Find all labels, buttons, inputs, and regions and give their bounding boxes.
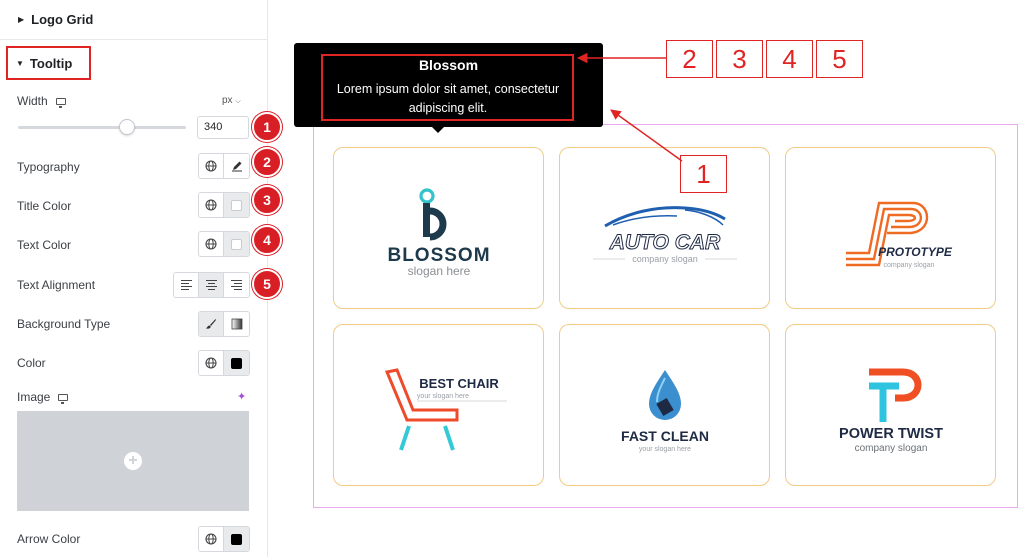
caret-down-icon: ▼	[16, 58, 24, 68]
text-color-label: Text Color	[17, 238, 72, 252]
arrow-color-swatch[interactable]	[224, 527, 249, 551]
settings-panel: ▶ Logo Grid ▼ Tooltip Width px ⌵ 340 1 T…	[0, 0, 282, 557]
width-unit-select[interactable]: px ⌵	[222, 95, 241, 106]
typography-label: Typography	[17, 160, 80, 174]
logo-card-blossom[interactable]: BLOSSOM slogan here	[333, 147, 544, 309]
logo-card-prototype[interactable]: PROTOTYPE company slogan	[785, 147, 996, 309]
align-left-icon[interactable]	[174, 273, 199, 297]
bestchair-logo: BEST CHAIR your slogan here	[384, 368, 507, 451]
callout-box: 3	[716, 40, 763, 78]
globe-icon[interactable]	[199, 193, 224, 217]
text-color-controls	[198, 231, 250, 257]
tooltip-highlight-box	[321, 54, 574, 121]
image-upload-area[interactable]: +	[17, 411, 249, 511]
section-logo-grid-label: Logo Grid	[31, 12, 94, 27]
plus-icon: +	[124, 452, 142, 470]
tooltip-arrow	[431, 126, 445, 133]
brush-icon[interactable]	[199, 312, 224, 336]
color-controls	[198, 350, 250, 376]
width-unit-text: px	[222, 95, 233, 106]
title-color-label: Title Color	[17, 199, 72, 213]
callout-box: 5	[816, 40, 863, 78]
image-label-text: Image	[17, 390, 51, 404]
bestchair-slogan: your slogan here	[416, 393, 468, 400]
text-alignment-label: Text Alignment	[17, 278, 96, 292]
color-label: Color	[17, 356, 46, 370]
title-color-controls	[198, 192, 250, 218]
chevron-down-icon: ⌵	[235, 98, 241, 105]
align-right-icon[interactable]	[224, 273, 249, 297]
logo-card-powertwist[interactable]: POWER TWIST company slogan	[785, 324, 996, 486]
prototype-logo: PROTOTYPE company slogan	[845, 201, 953, 269]
powertwist-logo: POWER TWIST company slogan	[839, 368, 943, 454]
callout-badge: 1	[252, 112, 282, 142]
autocar-slogan: company slogan	[632, 254, 698, 264]
pencil-icon[interactable]	[224, 154, 249, 178]
prototype-name: PROTOTYPE	[878, 245, 953, 259]
title-color-swatch[interactable]	[224, 193, 249, 217]
callout-badge: 2	[252, 147, 282, 177]
background-type-controls	[198, 311, 250, 337]
logo-card-autocar[interactable]: AUTO CAR company slogan	[559, 147, 770, 309]
image-label: Image	[17, 390, 69, 404]
width-label: Width	[17, 94, 66, 108]
gradient-icon[interactable]	[224, 312, 249, 336]
width-label-text: Width	[17, 94, 48, 108]
tooltip-popup	[294, 43, 603, 127]
fastclean-name: FAST CLEAN	[621, 428, 709, 444]
arrow-color-controls	[198, 526, 250, 552]
arrow-to-tooltip-width	[610, 109, 683, 162]
width-input[interactable]: 340	[197, 116, 249, 139]
callout-box: 2	[666, 40, 713, 78]
black-swatch	[231, 533, 242, 545]
globe-icon[interactable]	[199, 527, 224, 551]
powertwist-name: POWER TWIST	[839, 426, 943, 442]
text-color-swatch[interactable]	[224, 232, 249, 256]
autocar-logo: AUTO CAR company slogan	[592, 206, 737, 264]
prototype-slogan: company slogan	[883, 262, 934, 269]
callout-badge: 4	[252, 225, 282, 255]
logo-card-bestchair[interactable]: BEST CHAIR your slogan here	[333, 324, 544, 486]
desktop-icon[interactable]	[58, 394, 69, 404]
bestchair-name: BEST CHAIR	[419, 376, 499, 391]
arrow-color-label: Arrow Color	[17, 532, 81, 546]
align-center-icon[interactable]	[199, 273, 224, 297]
text-alignment-controls	[173, 272, 250, 298]
tooltip-title: Blossom	[418, 57, 479, 73]
fastclean-logo: FAST CLEAN your slogan here	[621, 370, 709, 453]
tooltip-text: Lorem ipsum dolor sit amet, consectetur …	[336, 82, 560, 115]
width-slider-track[interactable]	[18, 126, 186, 129]
section-logo-grid[interactable]: ▶ Logo Grid	[0, 0, 268, 40]
section-tooltip[interactable]: ▼ Tooltip	[6, 46, 91, 80]
callout-box: 4	[766, 40, 813, 78]
white-swatch	[231, 238, 242, 250]
section-tooltip-label: Tooltip	[29, 55, 73, 71]
logo-grid-frame	[313, 124, 1018, 508]
black-swatch	[231, 357, 242, 369]
globe-icon[interactable]	[199, 154, 224, 178]
callout-badge: 5	[252, 269, 282, 299]
caret-right-icon: ▶	[18, 15, 25, 24]
powertwist-slogan: company slogan	[854, 443, 927, 454]
logo-card-fastclean[interactable]: FAST CLEAN your slogan here	[559, 324, 770, 486]
autocar-name: AUTO CAR	[608, 231, 720, 254]
desktop-icon[interactable]	[55, 98, 66, 108]
callout-badge: 3	[252, 185, 282, 215]
typography-controls	[198, 153, 250, 179]
callout-box: 1	[680, 155, 727, 193]
width-slider-handle[interactable]	[119, 119, 136, 135]
ai-sparkle-icon[interactable]: ✦	[237, 391, 247, 403]
white-swatch	[231, 199, 242, 211]
fastclean-slogan: your slogan here	[638, 446, 690, 453]
background-type-label: Background Type	[17, 317, 111, 331]
blossom-slogan: slogan here	[407, 264, 470, 278]
blossom-logo: BLOSSOM slogan here	[387, 188, 490, 278]
color-swatch[interactable]	[224, 351, 249, 375]
blossom-name: BLOSSOM	[387, 245, 490, 266]
globe-icon[interactable]	[199, 351, 224, 375]
globe-icon[interactable]	[199, 232, 224, 256]
